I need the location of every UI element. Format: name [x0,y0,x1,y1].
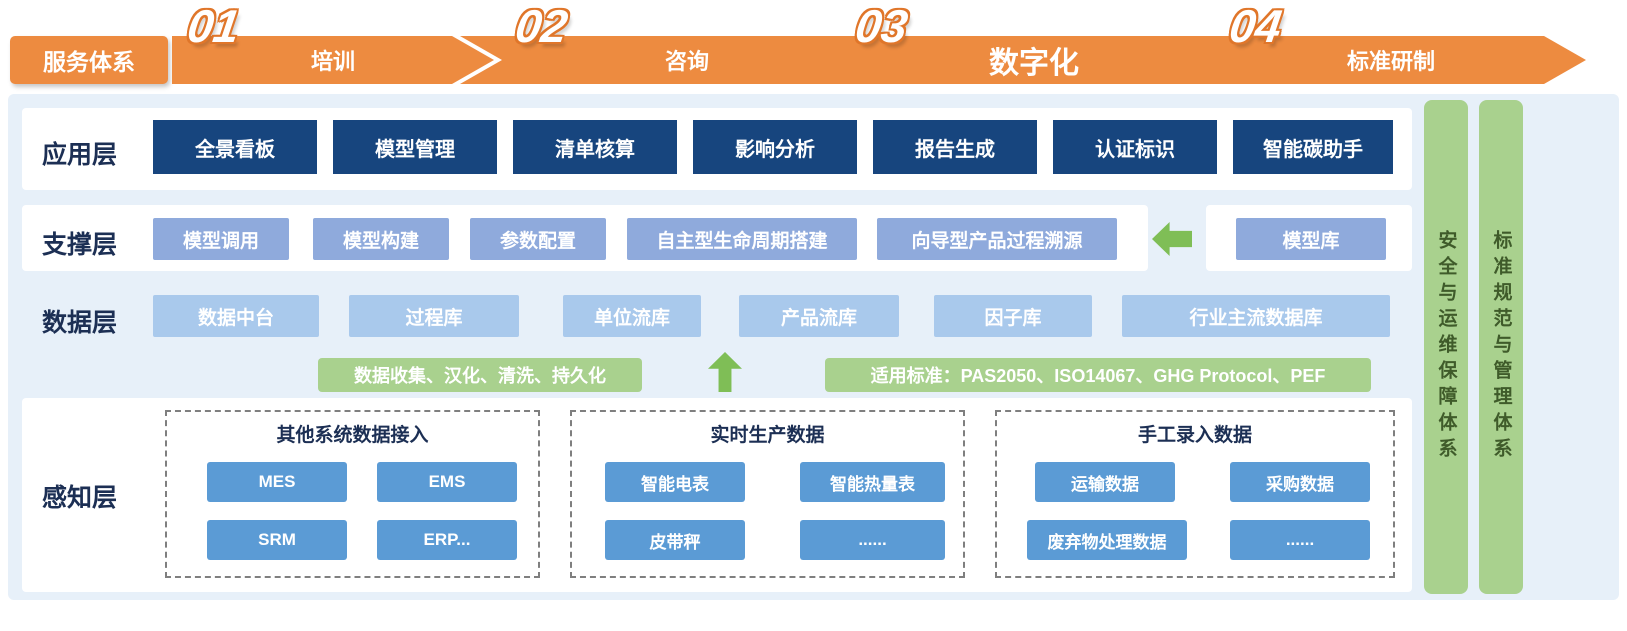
layer-label-data: 数据层 [42,309,118,337]
perception-group-other-systems: 其他系统数据接入 MES EMS SRM ERP... [165,410,540,578]
banner-arrow-standards-label: 标准研制 [1346,49,1435,74]
app-box-inventory: 清单核算 [513,120,677,174]
perception-item-more-manual: ...... [1230,520,1370,560]
data-box-industry-db: 行业主流数据库 [1122,295,1390,337]
app-box-impact: 影响分析 [693,120,857,174]
perception-group-realtime-title: 实时生产数据 [710,425,825,446]
service-system-block: 服务体系 [10,36,168,84]
perception-item-belt-scale: 皮带秤 [605,520,745,560]
support-box-lifecycle: 自主型生命周期搭建 [627,218,857,260]
app-box-model-mgmt: 模型管理 [333,120,497,174]
app-box-report: 报告生成 [873,120,1037,174]
annotation-standards: 适用标准：PAS2050、ISO14067、GHG Protocol、PEF [825,358,1371,392]
app-box-carbon-assistant: 智能碳助手 [1233,120,1393,174]
app-box-dashboard: 全景看板 [153,120,317,174]
perception-item-waste: 废弃物处理数据 [1027,520,1187,560]
perception-item-procurement: 采购数据 [1230,462,1370,502]
perception-item-heat-meter: 智能热量表 [800,462,945,502]
banner-arrow-training: 培训 [172,36,494,84]
perception-item-ems: EMS [377,462,517,502]
perception-item-transport: 运输数据 [1035,462,1175,502]
data-box-product-flow: 产品流库 [739,295,899,337]
perception-item-more-realtime: ...... [800,520,945,560]
perception-item-erp: ERP... [377,520,517,560]
pillar-security-ops: 安全与运维保障体系 [1424,100,1468,594]
layer-label-perception: 感知层 [42,484,118,512]
banner-arrow-training-label: 培训 [310,49,355,74]
support-box-model-library: 模型库 [1236,218,1386,260]
data-box-factor: 因子库 [934,295,1092,337]
pillar-standards-mgmt: 标准规范与管理体系 [1479,100,1523,594]
step-number-02: 02 [512,0,571,52]
annotation-data-processing: 数据收集、汉化、清洗、持久化 [318,358,642,392]
step-number-01: 01 [184,0,243,52]
perception-item-mes: MES [207,462,347,502]
support-box-traceability: 向导型产品过程溯源 [877,218,1117,260]
perception-group-manual-title: 手工录入数据 [1137,425,1252,446]
layer-label-support: 支撑层 [42,231,118,259]
perception-group-other-systems-title: 其他系统数据接入 [276,425,429,446]
perception-group-manual: 手工录入数据 运输数据 采购数据 废弃物处理数据 ...... [995,410,1395,578]
banner-arrow-digitalization: 数字化 [796,36,1230,84]
service-system-label: 服务体系 [43,49,135,75]
data-box-unit-flow: 单位流库 [563,295,701,337]
support-box-model-build: 模型构建 [313,218,449,260]
app-box-certification: 认证标识 [1053,120,1217,174]
support-box-model-call: 模型调用 [153,218,289,260]
data-box-platform: 数据中台 [153,295,319,337]
perception-group-realtime: 实时生产数据 智能电表 智能热量表 皮带秤 ...... [570,410,965,578]
data-box-process: 过程库 [349,295,519,337]
perception-item-smart-meter: 智能电表 [605,462,745,502]
step-number-04: 04 [1226,0,1285,52]
layer-label-application: 应用层 [42,141,118,169]
banner-arrow-standards: 标准研制 [1154,36,1586,84]
banner-arrow-consulting: 咨询 [460,36,872,84]
perception-item-srm: SRM [207,520,347,560]
banner-arrow-digitalization-label: 数字化 [989,47,1079,80]
banner-arrow-consulting-label: 咨询 [664,49,709,74]
support-box-param-config: 参数配置 [470,218,606,260]
step-number-03: 03 [852,0,911,52]
